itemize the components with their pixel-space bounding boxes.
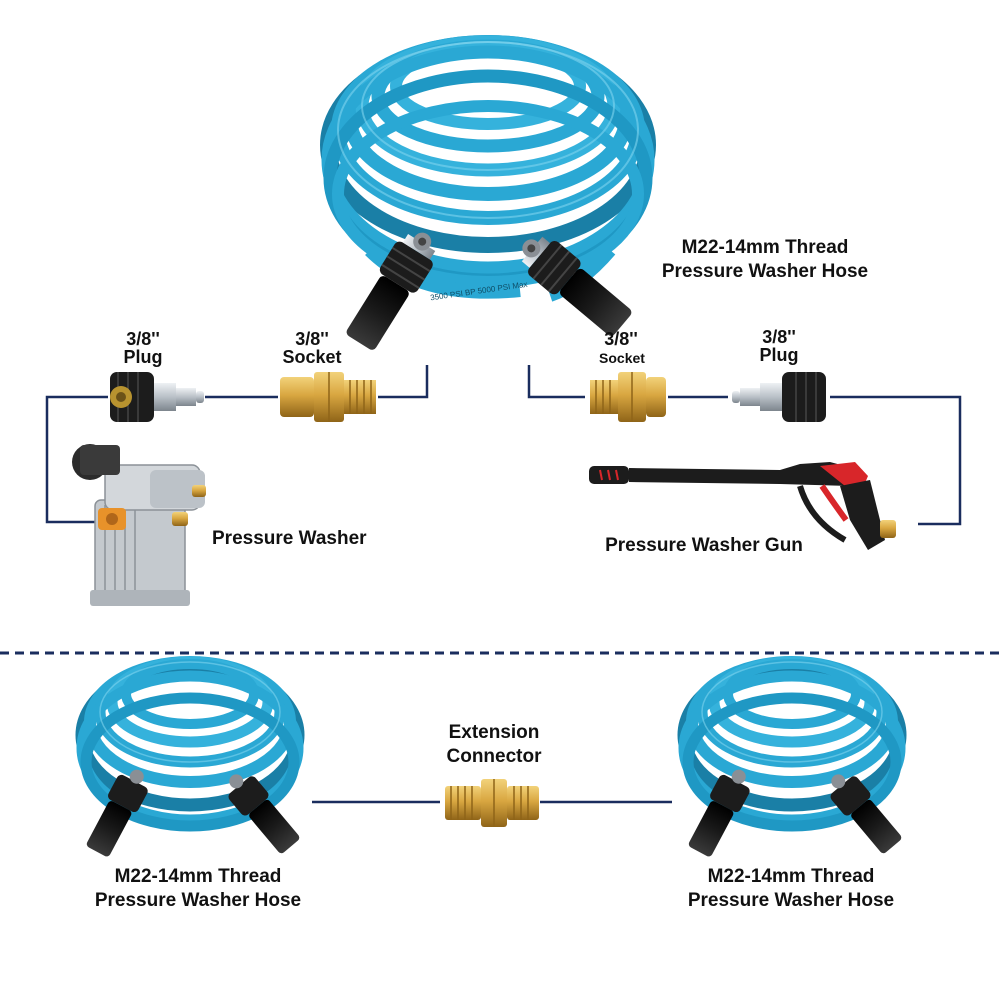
line-washer-to-plug — [45, 395, 108, 524]
right-hose-fitting-1 — [688, 769, 750, 857]
main-hose-label-line2: Pressure Washer Hose — [662, 261, 868, 282]
right-plug-label-line2: Plug — [760, 345, 799, 365]
right-plug-label-line1: 3/8'' — [762, 327, 796, 347]
main-hose-coil — [320, 35, 656, 302]
right-plug-fitting — [732, 372, 826, 422]
extension-connector-fitting — [445, 779, 539, 827]
left-plug-label-line1: 3/8'' — [126, 329, 160, 349]
right-socket-label-line2: Socket — [599, 350, 645, 366]
pressure-washer-gun — [589, 462, 896, 550]
extension-connector-label-line1: Extension — [449, 722, 540, 743]
pressure-washer-label: Pressure Washer — [212, 528, 367, 549]
pressure-washer-pump — [72, 444, 206, 606]
left-hose-label-line2: Pressure Washer Hose — [95, 890, 301, 911]
right-hose-fitting-2 — [830, 774, 902, 854]
line-hose-to-socket-right — [527, 365, 585, 399]
main-hose-label-line1: M22-14mm Thread — [682, 237, 849, 258]
left-hose-fitting-1 — [86, 769, 148, 857]
left-socket-label-line2: Socket — [282, 347, 341, 367]
left-plug-fitting — [110, 372, 204, 422]
line-plug-to-gun — [830, 395, 962, 526]
right-socket-label-line1: 3/8'' — [604, 329, 638, 349]
connector-lines — [45, 365, 962, 804]
left-socket-label-line1: 3/8'' — [295, 329, 329, 349]
extension-connector-label-line2: Connector — [447, 746, 543, 767]
right-hose-label-line1: M22-14mm Thread — [708, 866, 875, 887]
right-hose-label-line2: Pressure Washer Hose — [688, 890, 894, 911]
main-hose-fitting-left — [346, 232, 436, 350]
right-hose-coil — [677, 656, 907, 832]
line-socket-to-hose-left — [378, 365, 429, 399]
left-hose-label-line1: M22-14mm Thread — [115, 866, 282, 887]
left-plug-label-line2: Plug — [124, 347, 163, 367]
left-hose-fitting-2 — [228, 774, 300, 854]
right-socket-fitting — [590, 372, 666, 422]
left-hose-coil — [75, 656, 305, 832]
pressure-washer-gun-label: Pressure Washer Gun — [605, 535, 803, 556]
main-hose-fitting-right — [521, 236, 632, 336]
left-socket-fitting — [280, 372, 376, 422]
